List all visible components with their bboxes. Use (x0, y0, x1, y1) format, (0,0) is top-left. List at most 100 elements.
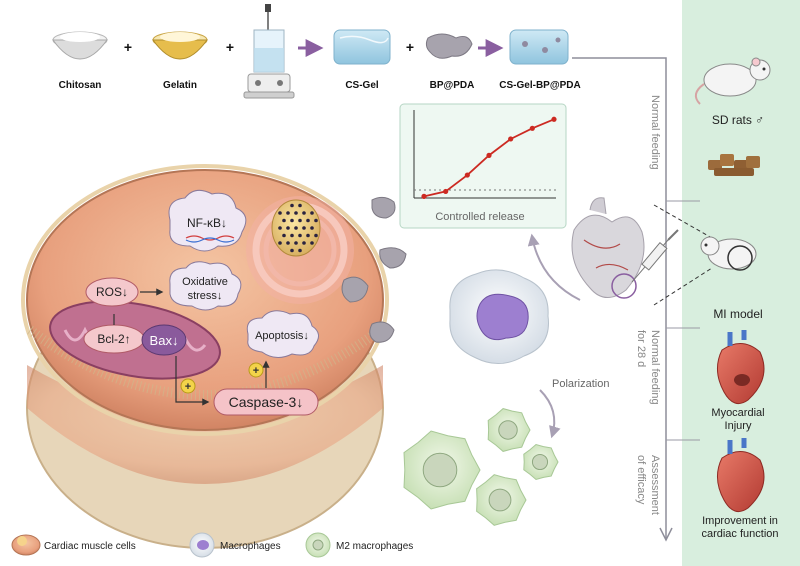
healthy-heart-icon (717, 438, 765, 513)
release-arrow (527, 233, 581, 301)
nuclear-pores (278, 203, 318, 253)
release-data-point (443, 188, 449, 195)
gelatin-bowl-icon (152, 31, 208, 60)
bax-label: Bax↓ (150, 333, 179, 348)
nucleus (246, 196, 354, 304)
nuclear-pore-dot (310, 241, 314, 245)
apoptosis-label: Apoptosis↓ (255, 330, 309, 342)
legend: Cardiac muscle cells Macrophages M2 macr… (11, 532, 413, 558)
nuclear-pore-dot (286, 241, 290, 245)
rat-icon (694, 57, 771, 105)
nuclear-pore-dot (290, 203, 294, 208)
nuclear-pore-dot (282, 233, 286, 238)
nuclear-pore-dot (278, 226, 282, 230)
activation-plus-icon: + (180, 378, 196, 394)
nfkb-bubble: NF-κB↓ (168, 189, 247, 252)
nuclear-pore-dot (282, 218, 286, 223)
plus-sign: + (226, 39, 234, 55)
nuclear-pore-dot (302, 241, 306, 245)
nuclear-pore-dot (286, 226, 290, 230)
apoptosis-bubble: Apoptosis↓ (246, 310, 319, 358)
nuclear-pore-dot (294, 241, 298, 245)
nuclear-pore-dot (302, 211, 306, 215)
assessment-label-line2: of efficacy (635, 455, 647, 505)
nuclear-pore-dot (298, 248, 302, 253)
caspase-label: Caspase-3↓ (229, 394, 304, 410)
macrophage-cell (449, 269, 549, 364)
cs-gel-block-icon (333, 29, 391, 65)
nuclear-pore-dot (290, 248, 294, 253)
zoom-line (653, 267, 713, 306)
svg-text:+: + (253, 365, 259, 377)
m2-macrophage (476, 474, 527, 526)
syringe-icon (631, 229, 679, 283)
timeline-arrowhead (659, 527, 673, 542)
caspase-3-bubble: Caspase-3↓ (213, 388, 319, 416)
nuclear-pore-dot (302, 226, 306, 230)
bax-caspase-arrow (175, 356, 210, 406)
legend-macrophages-label: Macrophages (220, 541, 281, 552)
bcl2-bubble: Bcl-2↑ (83, 324, 145, 354)
release-chart-frame (399, 103, 567, 229)
chitosan-label: Chitosan (59, 80, 102, 91)
release-data-point (464, 172, 470, 178)
normal-feeding-28-label: Normal feeding (649, 330, 661, 405)
magnetic-stirrer-icon (243, 4, 295, 99)
bp-pda-label: BP@PDA (430, 80, 475, 91)
chitosan-bowl-icon (52, 31, 108, 60)
timeline-line (572, 57, 667, 540)
legend-macrophage-icon (189, 532, 215, 558)
cs-gel-label: CS-Gel (345, 80, 379, 91)
nuclear-pore-dot (286, 211, 290, 215)
oxidative-label-line2: stress↓ (188, 290, 223, 302)
gelatin-label: Gelatin (163, 80, 197, 91)
legend-m2-label: M2 macrophages (336, 541, 413, 552)
legend-cardiac-icon (11, 534, 41, 556)
injured-heart-icon (717, 330, 765, 405)
normal-feeding-label: Normal feeding (649, 95, 661, 170)
mi-model-label: MI model (713, 307, 762, 321)
injection-site-icon (611, 273, 637, 299)
release-label: Controlled release (435, 211, 524, 223)
plus-sign: + (406, 39, 414, 55)
plus-sign: + (124, 39, 132, 55)
bp-pda-sheet-icon (425, 33, 473, 59)
cs-gel-bp-pda-block-icon (509, 29, 569, 65)
heart-injection-illustration (571, 197, 679, 299)
bp-pda-flakes (341, 196, 407, 343)
release-data-point (551, 116, 557, 122)
controlled-release-panel: Controlled release (399, 103, 567, 229)
nuclear-pore-dot (298, 218, 302, 223)
bax-bubble: Bax↓ (141, 324, 187, 356)
cs-gel-bp-pda-label: CS-Gel-BP@PDA (499, 80, 580, 91)
nuclear-pore-dot (294, 226, 298, 230)
m2-macrophage (487, 408, 531, 452)
mi-model-rat-icon (700, 236, 757, 271)
nuclear-pore-dot (278, 211, 282, 215)
bcl2-label: Bcl-2↑ (97, 332, 130, 346)
release-data-point (529, 125, 535, 131)
nuclear-pore-dot (310, 226, 314, 230)
nuclear-pore-dot (278, 241, 282, 245)
nuclear-pore-dot (314, 233, 318, 238)
release-data-point (486, 152, 492, 158)
oxidative-stress-bubble: Oxidative stress↓ (169, 261, 242, 311)
legend-cardiac-label: Cardiac muscle cells (44, 541, 136, 552)
synthesis-row: Chitosan + Gelatin + CS-Gel + (52, 4, 581, 99)
oxidative-label: Oxidative (182, 276, 228, 288)
m2-macrophage-cluster (403, 408, 559, 526)
svg-text:+: + (185, 381, 191, 393)
nfkb-label: NF-κB↓ (187, 216, 227, 230)
legend-m2-icon (305, 532, 331, 558)
sd-rats-label: SD rats ♂ (712, 113, 764, 127)
polarization-arrow (539, 389, 561, 439)
nuclear-pore-dot (298, 203, 302, 208)
polarization-label: Polarization (552, 378, 609, 390)
nuclear-pore-dot (310, 211, 314, 215)
improvement-label-line2: cardiac function (701, 528, 778, 540)
ros-bubble: ROS↓ (85, 277, 139, 307)
nuclear-pore-dot (306, 233, 310, 238)
improvement-label: Improvement in (702, 515, 778, 527)
